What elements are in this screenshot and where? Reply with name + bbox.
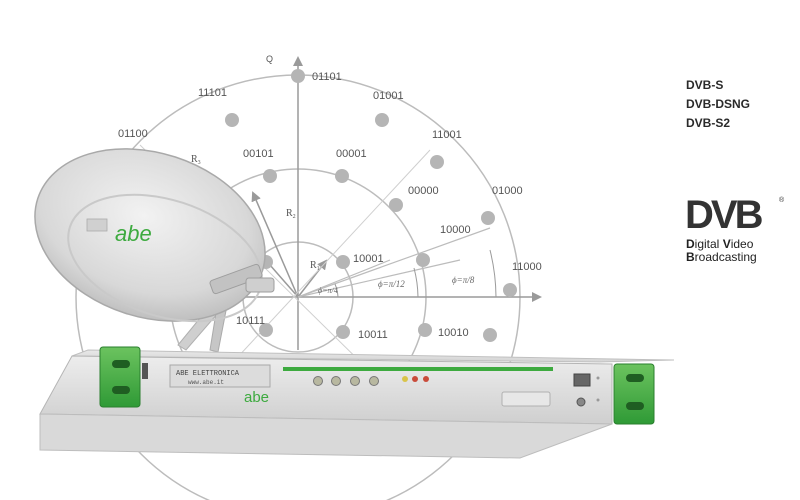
angle-label: ϕ=π/4 [318,286,338,295]
angle-label: ϕ=π/12 [378,279,405,289]
format-list: DVB-S DVB-DSNG DVB-S2 [686,76,750,133]
ethernet-port [573,373,591,387]
green-status-strip [283,367,553,371]
radius-label-r1: R1 [310,260,320,272]
small-led [596,398,600,402]
dish-reflector [34,148,266,322]
rack-top-face [71,349,675,363]
small-led [596,376,600,380]
status-led [412,376,418,382]
status-led [423,376,429,382]
dvb-logo: DVB ® Digital Video Broadcasting [685,193,785,264]
right-rack-ear [613,363,655,425]
usb-port [142,363,148,379]
constellation-point [418,323,432,337]
constellation-point [336,325,350,339]
status-led [402,376,408,382]
format-item: DVB-S2 [686,116,731,130]
angle-arc [489,249,497,298]
device-brand-logo: abe [244,389,269,406]
radius-label-r2: R2 [286,208,296,220]
radius-r2-arrow [251,191,299,298]
point-label: 00101 [243,148,274,160]
left-rack-ear [99,346,141,408]
angle-ray [297,259,391,298]
front-panel-window [501,391,551,407]
point-label: 10111 [236,315,265,327]
point-label: 00000 [408,185,439,197]
front-button[interactable] [369,376,379,386]
f-connector [576,397,586,407]
rack-device: ABE ELETTRONICA www.abe.it abe [39,346,675,459]
point-label: 11001 [432,129,462,141]
front-button[interactable] [313,376,323,386]
point-label: 01000 [492,185,523,197]
dvb-logo-line-2: Broadcasting [686,250,757,264]
format-item: DVB-DSNG [686,97,751,111]
front-button[interactable] [350,376,360,386]
point-label: 11000 [512,261,542,273]
constellation-point [225,113,239,127]
point-label: 01001 [373,90,404,102]
point-label: 10001 [353,253,384,265]
dvb-logo-letters: DVB [685,193,763,237]
status-leds [402,376,429,382]
dvb-logo-line-1: Digital Video [686,237,754,251]
point-label: 01101 [312,71,342,83]
angle-arc [334,283,339,298]
dish-brand-logo: abe [115,221,152,246]
format-item: DVB-S [686,78,724,92]
lcd-display [169,364,271,388]
registered-mark-icon: ® [779,196,785,204]
constellation-point [416,253,430,267]
angle-label: ϕ=π/8 [452,275,475,285]
constellation-point [335,169,349,183]
point-label: 10011 [358,329,388,341]
constellation-point [259,323,273,337]
front-buttons [313,376,379,386]
constellation-point [291,69,305,83]
satellite-dish: abe [34,148,275,353]
constellation-point [481,211,495,225]
constellation-point [336,255,350,269]
q-axis-label: Q [266,54,273,64]
angle-ray [297,227,491,298]
rack-bottom-face [39,413,613,459]
constellation-point [430,155,444,169]
point-label: 10010 [438,327,469,339]
lnb [245,277,275,293]
front-button[interactable] [331,376,341,386]
dish-logo-box [86,218,108,232]
point-label: 10000 [440,224,471,236]
point-label: 11101 [198,87,227,99]
lcd-line-1: ABE ELETTRONICA [176,370,240,378]
lcd-line-2: www.abe.it [188,379,224,386]
constellation-point [503,283,517,297]
constellation-labels: 01101 11101 01001 01100 11001 00101 0000… [118,71,542,341]
constellation-point [263,169,277,183]
constellation-point [483,328,497,342]
constellation-point [375,113,389,127]
lnb-bracket [209,263,263,295]
angle-ray [297,259,461,298]
angle-arc [413,267,419,298]
point-label: 01100 [118,128,148,140]
point-label: 00001 [336,148,367,160]
constellation-point [389,198,403,212]
radius-label-r3: R3 [191,154,201,166]
